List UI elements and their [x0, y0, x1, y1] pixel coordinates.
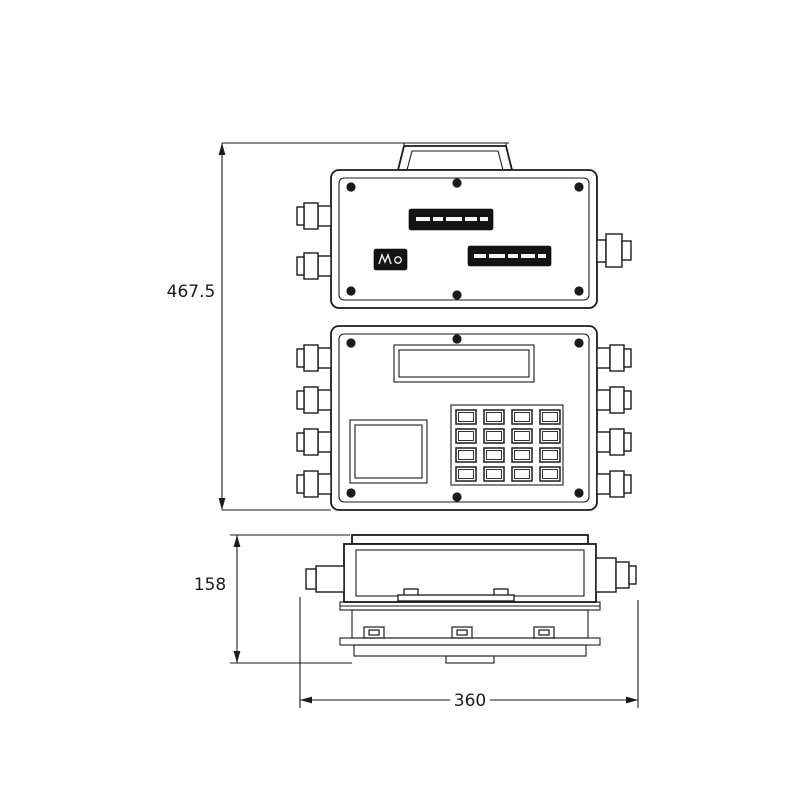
side-right-gland — [595, 557, 637, 593]
keypad-key — [511, 428, 533, 444]
cable-gland-icon — [596, 470, 632, 498]
dim-label-width: 360 — [454, 691, 486, 711]
nameplate-center — [408, 208, 494, 231]
base-plate — [353, 644, 587, 657]
bolt-icon — [574, 488, 584, 498]
nameplate-right — [467, 245, 552, 267]
bolt-icon — [346, 488, 356, 498]
base-band — [339, 637, 601, 646]
keypad-key — [483, 428, 505, 444]
nameplate-logo — [373, 248, 408, 271]
side-window — [349, 419, 428, 484]
keypad-key — [483, 409, 505, 425]
dim-label-overall-height: 467.5 — [167, 282, 216, 302]
bolt-icon — [574, 338, 584, 348]
side-view — [305, 534, 637, 664]
keypad-key — [511, 466, 533, 482]
cable-gland-icon — [296, 386, 332, 414]
bolt-icon — [574, 182, 584, 192]
keypad-key — [539, 466, 561, 482]
lid-profile — [396, 142, 514, 171]
side-body — [343, 543, 597, 603]
top-view-outline — [330, 169, 598, 309]
front-view-inner-line — [338, 333, 590, 503]
dimension-side-height: 158 — [194, 534, 352, 664]
bolt-icon — [346, 338, 356, 348]
side-left-gland — [305, 565, 345, 593]
keypad-key — [511, 447, 533, 463]
bolt-icon — [452, 178, 462, 188]
keypad — [450, 404, 564, 486]
handle — [397, 588, 515, 602]
keypad-key — [539, 447, 561, 463]
cable-gland-icon — [596, 344, 632, 372]
bolt-icon — [346, 286, 356, 296]
front-view — [296, 325, 632, 511]
base-foot — [445, 655, 495, 664]
bolt-icon — [452, 492, 462, 502]
side-top-plate — [351, 534, 589, 545]
keypad-key — [483, 447, 505, 463]
cable-gland-icon — [296, 202, 332, 230]
keypad-key — [511, 409, 533, 425]
clamps — [363, 626, 555, 639]
right-connector — [596, 233, 632, 268]
bolt-icon — [574, 286, 584, 296]
cable-gland-icon — [596, 386, 632, 414]
cable-gland-icon — [296, 470, 332, 498]
top-view-inner-line — [338, 177, 590, 301]
cable-gland-icon — [296, 252, 332, 280]
cable-gland-icon — [296, 428, 332, 456]
top-view — [296, 142, 632, 309]
keypad-key — [455, 409, 477, 425]
cable-gland-icon — [296, 344, 332, 372]
bolt-icon — [346, 182, 356, 192]
keypad-key — [539, 428, 561, 444]
keypad-key — [455, 428, 477, 444]
keypad-key — [483, 466, 505, 482]
cable-gland-icon — [596, 428, 632, 456]
dimension-width: 360 — [299, 597, 639, 711]
keypad-key — [455, 447, 477, 463]
keypad-key — [455, 466, 477, 482]
dimension-overall-height: 467.5 — [167, 142, 401, 511]
bolt-icon — [452, 334, 462, 344]
display-window — [393, 344, 535, 383]
dim-label-side-height: 158 — [194, 575, 226, 595]
keypad-key — [539, 409, 561, 425]
bolt-icon — [452, 290, 462, 300]
